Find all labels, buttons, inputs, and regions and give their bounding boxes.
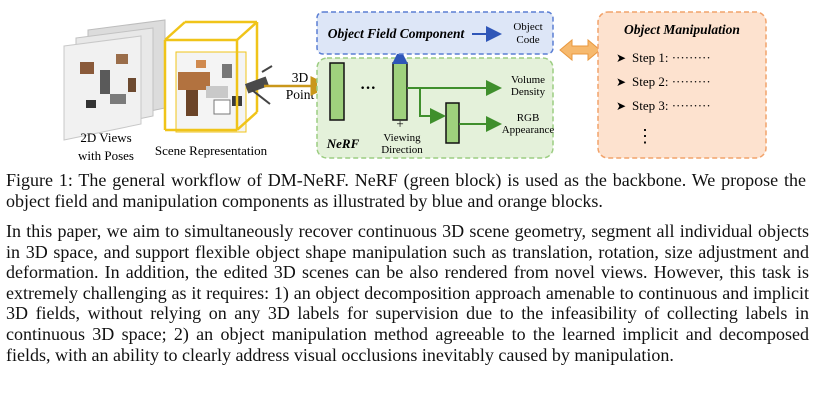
workflow-diagram: 2D Views with Poses Scene Representation… xyxy=(63,11,767,163)
views-label-line2: with Poses xyxy=(78,148,134,163)
volume-density-line1: Volume xyxy=(511,74,545,86)
object-code-line1: Object xyxy=(513,21,542,33)
viewing-direction-line2: Direction xyxy=(381,144,423,156)
step-bullet-icon: ➤ xyxy=(616,75,626,89)
point-label-line1: 3D xyxy=(292,70,309,85)
scene-cube-image xyxy=(163,20,273,133)
point-label-line2: Point xyxy=(286,87,315,102)
object-field-title: Object Field Component xyxy=(328,26,466,41)
nerf-dots: ··· xyxy=(360,80,376,97)
volume-density-line2: Density xyxy=(511,86,546,98)
step-3: Step 3: ········· xyxy=(632,98,711,113)
object-code-line2: Code xyxy=(516,34,539,46)
viewing-direction-line1: Viewing xyxy=(383,132,421,144)
rgb-appearance-line1: RGB xyxy=(517,112,540,124)
nerf-layer-first xyxy=(329,62,345,121)
step-bullet-icon: ➤ xyxy=(616,99,626,113)
object-field-block xyxy=(316,11,554,55)
plus-sign: + xyxy=(396,116,403,131)
views-label-line1: 2D Views xyxy=(80,130,131,145)
body-paragraph: In this paper, we aim to simultaneously … xyxy=(6,221,809,365)
nerf-label: NeRF xyxy=(326,136,360,151)
step-2: Step 2: ········· xyxy=(632,74,711,89)
workflow-figure: 2D Views with Poses Scene Representation… xyxy=(0,0,817,170)
manipulation-title: Object Manipulation xyxy=(624,22,740,37)
scene-label: Scene Representation xyxy=(155,143,268,158)
rgb-layer xyxy=(445,102,460,144)
link-double-arrow xyxy=(559,38,601,62)
manipulation-block xyxy=(597,11,767,159)
views-stack-image xyxy=(63,19,166,141)
nerf-layer-last xyxy=(392,62,408,121)
rgb-appearance-line2: Appearance xyxy=(502,124,555,136)
step-bullet-icon: ➤ xyxy=(616,51,626,65)
step-1: Step 1: ········· xyxy=(632,50,711,65)
feature-arrow xyxy=(419,88,446,124)
figure-caption: Figure 1: The general workflow of DM-NeR… xyxy=(6,170,806,211)
more-steps-vdots: ⋮ xyxy=(636,126,654,146)
